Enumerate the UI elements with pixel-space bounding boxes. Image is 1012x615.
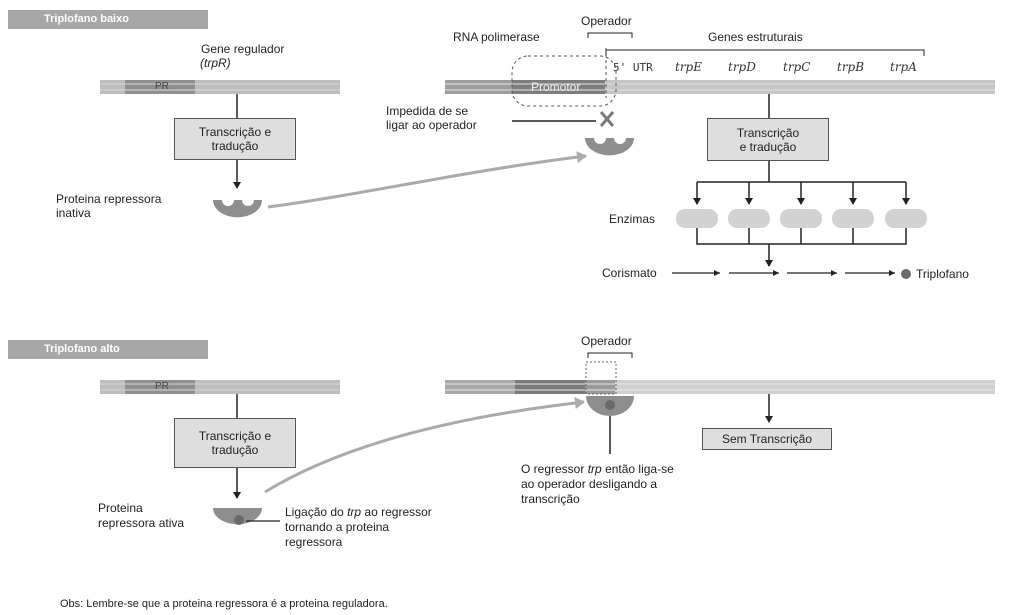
trp-binding-label-1: Ligação do trp ao regressor [285,505,432,519]
active-repressor-label: Proteina [98,501,143,515]
regulator-dna-low [100,80,340,94]
rna-polymerase-outline [511,55,617,107]
promoter-r-label-high: PR [155,381,169,392]
blocked-label-2: ligar ao operador [386,118,477,132]
promoter-r-label: PR [155,81,169,92]
low-tryptophan-banner: Triplofano baixo [8,10,208,29]
translation-text: e tradução [739,139,797,154]
enzyme [676,209,718,228]
trp-binding-label-4: regressora [285,535,343,549]
gene-trpD: trpD [728,60,756,74]
enzymes [676,209,927,228]
translation-text: tradução [211,139,259,153]
repressor-binds-text: O regressor [521,462,585,476]
promoter-label: Promotor [531,80,581,94]
trp-bound-dot [234,515,244,525]
chorismate-label: Corismato [602,266,657,280]
enzyme [728,209,770,228]
repressor-arrow-high [264,397,585,494]
trp-binding-text-2: ao regressor [364,505,432,519]
enzyme [832,209,874,228]
translation-text: tradução [211,443,259,457]
repressor-binds-trp: trp [587,462,602,476]
repressor-binds-label-1: O regressor trp então liga-se [521,462,674,476]
repressor-binds-label-4: transcrição [521,492,580,506]
operator-label-high: Operador [581,334,632,348]
operon-dna-high [445,380,995,394]
footnote: Obs: Lembre-se que a proteina regressora… [60,598,388,610]
utr-label: 5' UTR [613,61,653,74]
no-transcription-box: Sem Transcrição [702,428,832,450]
regulator-dna-high [100,380,340,394]
active-repressor-label-2: repressora ativa [98,516,185,530]
transcription-text: Transcrição e [198,429,272,443]
repressor-arrow-low [267,151,587,209]
operator-label-low: Operador [581,14,632,28]
transcription-text: Transcrição [736,125,800,140]
trp-bound-dot-operator [605,400,615,410]
repressor-binds-text-2: então liga-se [605,462,674,476]
inactive-repressor [213,200,262,218]
enzymes-label: Enzimas [609,212,656,226]
inactive-repressor-label-2: inativa [56,206,91,220]
trp-binding-text: Ligação do [285,505,344,519]
inactive-repressor-operator [585,138,634,156]
regulator-gene-symbol: (trpR) [200,56,231,70]
gene-trpC: trpC [783,60,811,74]
gene-trpE: trpE [675,60,702,74]
blocked-x-icon [599,111,615,127]
blocked-label-1: Impedida de se [386,104,469,118]
high-tryptophan-banner: Triplofano alto [8,340,208,359]
operon-dna-low [445,80,995,94]
trp-binding-trp: trp [347,505,362,519]
repressor-binds-label-3: ao operador desligando a [521,477,658,491]
tryptophan-label: Triplofano [916,267,969,281]
gene-trpB: trpB [837,60,865,74]
tryptophan-dot [901,269,911,279]
structural-genes-label: Genes estruturais [708,30,803,44]
gene-trpA: trpA [890,60,917,74]
enzyme [885,209,927,228]
enzyme [780,209,822,228]
trp-binding-label-3: tornando a proteina [285,520,390,534]
inactive-repressor-label: Proteina repressora [56,192,162,206]
rna-polymerase-label: RNA polimerase [453,30,540,44]
transcription-text: Transcrição e [198,125,272,139]
regulator-gene-label: Gene regulador [201,42,285,56]
